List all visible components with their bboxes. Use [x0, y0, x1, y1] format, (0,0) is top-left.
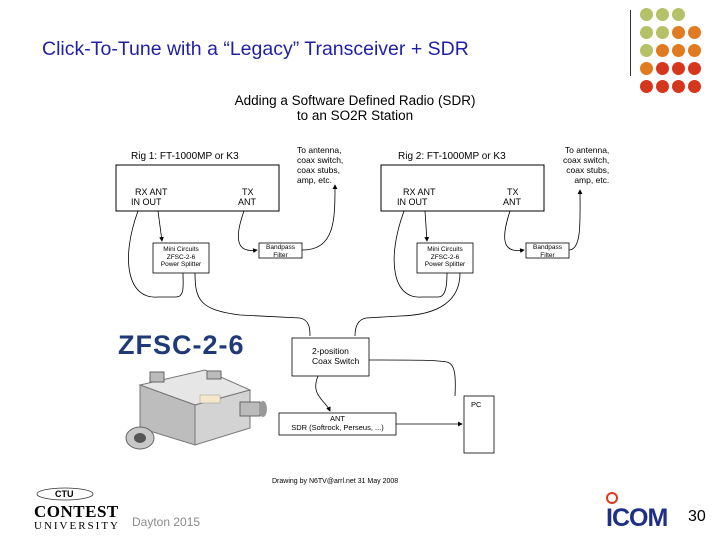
- filter2-label: Bandpass Filter: [526, 244, 569, 259]
- diagram-heading-line1: Adding a Software Defined Radio (SDR): [205, 93, 505, 109]
- filter-line: Filter: [259, 252, 302, 260]
- wire: [302, 185, 335, 250]
- wire: [316, 376, 330, 411]
- rig2-rx-io-label: IN OUT: [397, 197, 428, 207]
- rig2-title: Rig 2: FT-1000MP or K3: [398, 152, 506, 162]
- splitter-product-photo: [126, 370, 267, 449]
- wire: [355, 273, 460, 336]
- rig1-title: Rig 1: FT-1000MP or K3: [131, 152, 239, 162]
- wire: [425, 211, 427, 241]
- wire: [505, 211, 524, 251]
- splitter-line: ZFSC-2-6: [417, 254, 473, 262]
- filter-line: Filter: [526, 252, 569, 260]
- sdr-line: SDR (Softrock, Perseus, ...): [279, 424, 396, 433]
- note-line: To antenna,: [297, 145, 343, 155]
- splitter-line: Mini Circuits: [153, 246, 209, 254]
- note-line: amp, etc.: [563, 175, 609, 185]
- pc-label: PC: [471, 400, 481, 410]
- note-line: amp, etc.: [297, 175, 343, 185]
- wire: [569, 190, 580, 250]
- splitter-line: Mini Circuits: [417, 246, 473, 254]
- filter1-label: Bandpass Filter: [259, 244, 302, 259]
- icom-logo-mark: [607, 493, 617, 503]
- icom-logo-text: ICOM: [606, 504, 667, 533]
- switch-line: 2-position: [312, 346, 359, 356]
- wire: [369, 360, 455, 396]
- footer-event: Dayton 2015: [132, 515, 200, 529]
- rig2-rx-ant-label: RX ANT: [403, 187, 436, 197]
- note-line: coax switch,: [297, 155, 343, 165]
- note-line: coax stubs,: [563, 165, 609, 175]
- filter-line: Bandpass: [526, 244, 569, 252]
- rig1-tx-label: TX: [242, 187, 254, 197]
- filter-line: Bandpass: [259, 244, 302, 252]
- splitter-line: ZFSC-2-6: [153, 254, 209, 262]
- splitter-line: Power Splitter: [417, 261, 473, 269]
- rig1-antenna-note: To antenna, coax switch, coax stubs, amp…: [297, 145, 343, 185]
- rig2-tx-label: TX: [507, 187, 519, 197]
- switch-line: Coax Switch: [312, 356, 359, 366]
- coax-switch-label: 2-position Coax Switch: [312, 346, 359, 366]
- rig1-rx-ant-label: RX ANT: [135, 187, 168, 197]
- note-line: coax switch,: [563, 155, 609, 165]
- rig2-antenna-note: To antenna, coax switch, coax stubs, amp…: [563, 145, 609, 185]
- note-line: To antenna,: [563, 145, 609, 155]
- diagram-heading-line2: to an SO2R Station: [205, 108, 505, 124]
- ctu-small-text: CTU: [53, 489, 76, 499]
- sdr-label: ANT SDR (Softrock, Perseus, ...): [279, 415, 396, 432]
- rig1-rx-io-label: IN OUT: [131, 197, 162, 207]
- rig2-tx-ant-label: ANT: [503, 197, 521, 207]
- product-label: ZFSC-2-6: [118, 330, 245, 361]
- rig1-tx-ant-label: ANT: [238, 197, 256, 207]
- page-number: 30: [688, 508, 706, 526]
- splitter2-label: Mini Circuits ZFSC-2-6 Power Splitter: [417, 246, 473, 269]
- wire: [195, 273, 310, 336]
- cu-university-text: UNIVERSITY: [34, 520, 120, 532]
- wire: [238, 211, 257, 251]
- wire: [158, 211, 162, 241]
- splitter1-label: Mini Circuits ZFSC-2-6 Power Splitter: [153, 246, 209, 269]
- cu-contest-text: CONTEST: [34, 502, 119, 522]
- splitter-line: Power Splitter: [153, 261, 209, 269]
- drawing-credit: Drawing by N6TV@arrl.net 31 May 2008: [272, 478, 398, 485]
- note-line: coax stubs,: [297, 165, 343, 175]
